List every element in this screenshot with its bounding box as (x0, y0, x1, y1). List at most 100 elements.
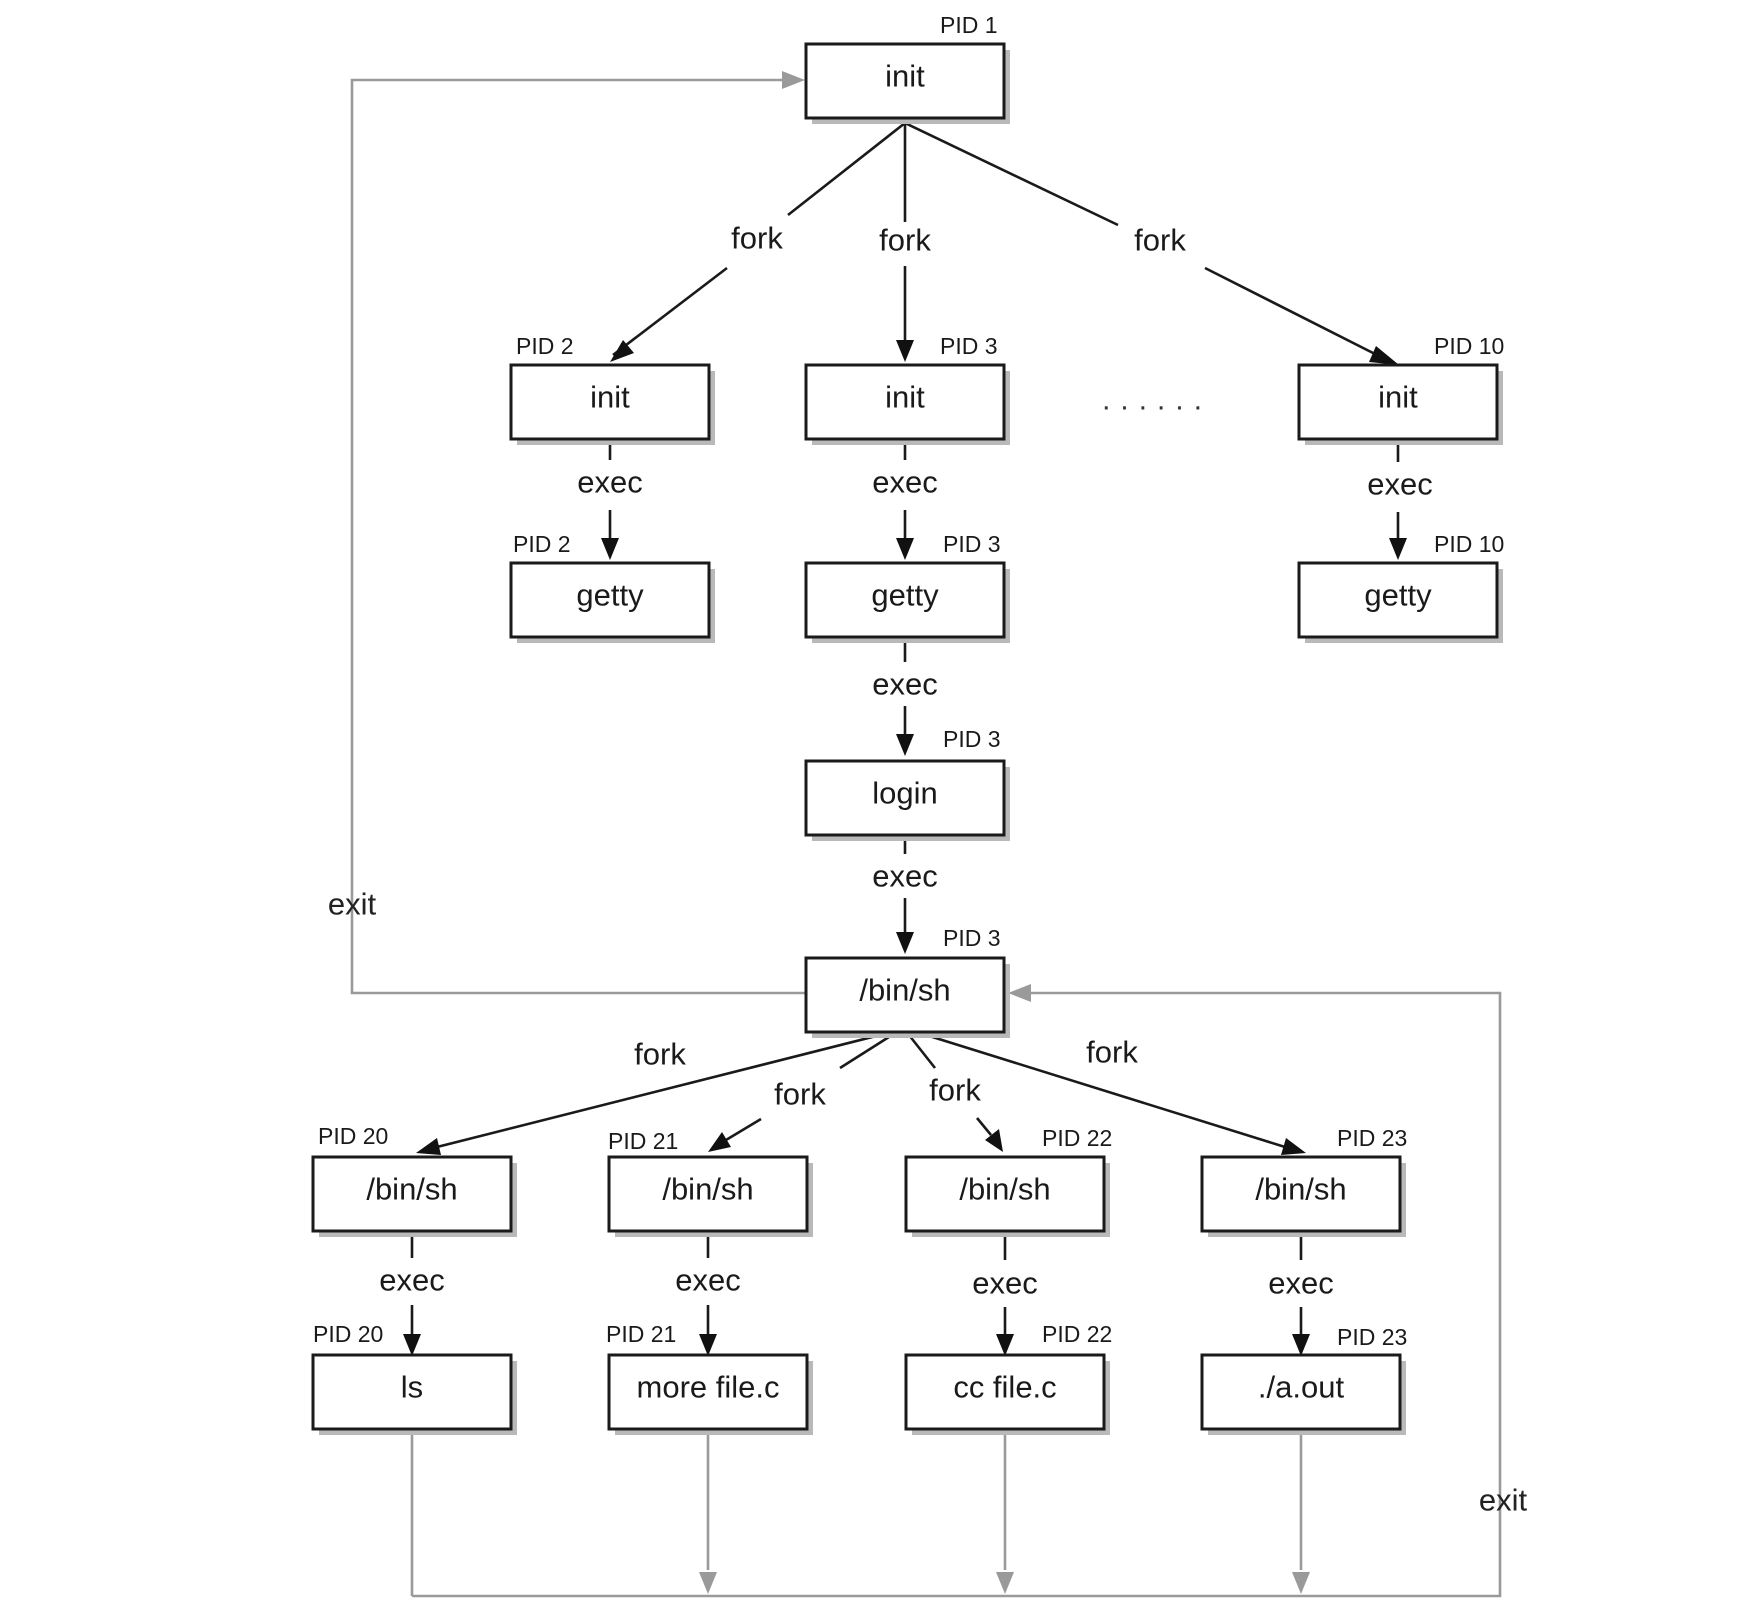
edge-label-fork: fork (929, 1073, 981, 1108)
edge-label-fork: fork (879, 223, 931, 258)
node-binsh-pid3: /bin/sh PID 3 (804, 925, 1010, 1038)
node-label: ls (401, 1370, 423, 1405)
edge-label-exit: exit (328, 887, 377, 922)
node-pid: PID 22 (1042, 1125, 1112, 1151)
node-label: getty (1364, 578, 1432, 613)
node-binsh-pid20: /bin/sh PID 20 (311, 1123, 517, 1237)
node-more-pid21: more file.c PID 21 (606, 1321, 813, 1435)
node-getty-pid2: getty PID 2 (509, 531, 715, 643)
edge-label-fork: fork (1086, 1035, 1138, 1070)
edge-label-exec: exec (872, 465, 937, 500)
arrowhead-sh21 (708, 1132, 731, 1152)
edge-fork-sh3-sh22-b (975, 1117, 993, 1136)
node-label: getty (871, 578, 939, 613)
exit-path-children-to-sh3 (412, 991, 1502, 1598)
node-label: cc file.c (953, 1370, 1056, 1405)
node-pid: PID 20 (313, 1321, 383, 1347)
node-init-pid3: init PID 3 (804, 333, 1010, 445)
arrowhead-sh20 (416, 1138, 441, 1155)
arrowhead-init2 (610, 340, 634, 362)
edge-fork-init1-init2-a (787, 121, 906, 217)
node-label: login (872, 776, 938, 811)
node-cc-pid22: cc file.c PID 22 (904, 1321, 1112, 1435)
node-pid: PID 21 (608, 1128, 678, 1154)
edge-label-fork: fork (774, 1077, 826, 1112)
node-pid: PID 21 (606, 1321, 676, 1347)
node-binsh-pid21: /bin/sh PID 21 (607, 1128, 813, 1237)
exit-arrow-aout23 (1292, 1572, 1310, 1594)
arrowhead-sh23 (1281, 1138, 1306, 1155)
edge-label-fork: fork (634, 1037, 686, 1072)
node-init-pid2: init PID 2 (509, 333, 715, 445)
node-ls-pid20: ls PID 20 (311, 1321, 517, 1435)
arrowhead-getty10 (1389, 538, 1407, 560)
arrowhead-exit-init1 (782, 71, 805, 89)
node-pid: PID 3 (943, 925, 1001, 951)
arrowhead-login3 (896, 734, 914, 756)
node-label: more file.c (637, 1370, 780, 1405)
arrowhead-cc22 (996, 1334, 1014, 1356)
edge-fork-init1-init10-b (1204, 266, 1378, 357)
node-pid: PID 2 (513, 531, 571, 557)
edge-fork-sh3-sh20 (436, 1028, 901, 1149)
edge-label-exec: exec (972, 1266, 1037, 1301)
exit-path-sh3-to-init1 (350, 78, 806, 995)
arrowhead-init3 (896, 340, 914, 362)
node-label: /bin/sh (859, 973, 950, 1008)
node-init-pid1: init PID 1 (804, 12, 1010, 124)
node-pid: PID 20 (318, 1123, 388, 1149)
node-label: /bin/sh (662, 1172, 753, 1207)
edge-labels: fork fork fork exec exec exec exec exec … (328, 221, 1528, 1518)
arrowhead-aout23 (1292, 1334, 1310, 1356)
node-init-pid10: init PID 10 (1297, 333, 1504, 445)
node-label: /bin/sh (1255, 1172, 1346, 1207)
node-binsh-pid23: /bin/sh PID 23 (1200, 1125, 1407, 1237)
node-pid: PID 3 (943, 531, 1001, 557)
edge-label-exec: exec (872, 859, 937, 894)
node-pid: PID 10 (1434, 531, 1504, 557)
exit-arrow-cc22 (996, 1572, 1014, 1594)
node-binsh-pid22: /bin/sh PID 22 (904, 1125, 1112, 1237)
edge-fork-sh3-sh21-b (725, 1117, 762, 1142)
edge-label-exec: exec (675, 1263, 740, 1298)
arrowhead-sh22 (985, 1129, 1003, 1152)
node-pid: PID 1 (940, 12, 998, 38)
arrowhead-init10 (1369, 346, 1399, 365)
node-label: /bin/sh (366, 1172, 457, 1207)
node-pid: PID 3 (940, 333, 998, 359)
edge-fork-init1-init10-a (904, 121, 1119, 227)
node-getty-pid3: getty PID 3 (804, 531, 1010, 643)
process-nodes: init PID 1 init PID 2 init PID 3 init PI… (311, 12, 1504, 1435)
arrowhead-sh3 (896, 932, 914, 954)
edge-fork-init1-init2-b (612, 266, 728, 357)
arrowhead-getty3 (896, 538, 914, 560)
edge-label-fork: fork (731, 221, 783, 256)
exit-arrow-more21 (699, 1572, 717, 1594)
node-pid: PID 2 (516, 333, 574, 359)
node-pid: PID 23 (1337, 1125, 1407, 1151)
edge-fork-sh3-sh23 (909, 1028, 1286, 1149)
arrowhead-more21 (699, 1334, 717, 1356)
ellipsis-dots: · · · · · · (1101, 390, 1203, 423)
node-label: init (590, 380, 630, 415)
edge-label-exec: exec (577, 465, 642, 500)
edge-label-exec: exec (1268, 1266, 1333, 1301)
edge-label-exec: exec (1367, 467, 1432, 502)
node-pid: PID 23 (1337, 1324, 1407, 1350)
node-label: init (885, 380, 925, 415)
node-label: /bin/sh (959, 1172, 1050, 1207)
arrowhead-getty2 (601, 538, 619, 560)
arrowhead-ls20 (403, 1334, 421, 1356)
arrowhead-exit-sh3 (1008, 984, 1031, 1002)
node-aout-pid23: ./a.out PID 23 (1200, 1324, 1407, 1435)
edge-label-exec: exec (379, 1263, 444, 1298)
node-pid: PID 10 (1434, 333, 1504, 359)
edge-label-fork: fork (1134, 223, 1186, 258)
node-login-pid3: login PID 3 (804, 726, 1010, 841)
node-getty-pid10: getty PID 10 (1297, 531, 1504, 643)
edge-label-exec: exec (872, 667, 937, 702)
connector-lines (350, 71, 1502, 1598)
node-pid: PID 3 (943, 726, 1001, 752)
node-label: init (1378, 380, 1418, 415)
